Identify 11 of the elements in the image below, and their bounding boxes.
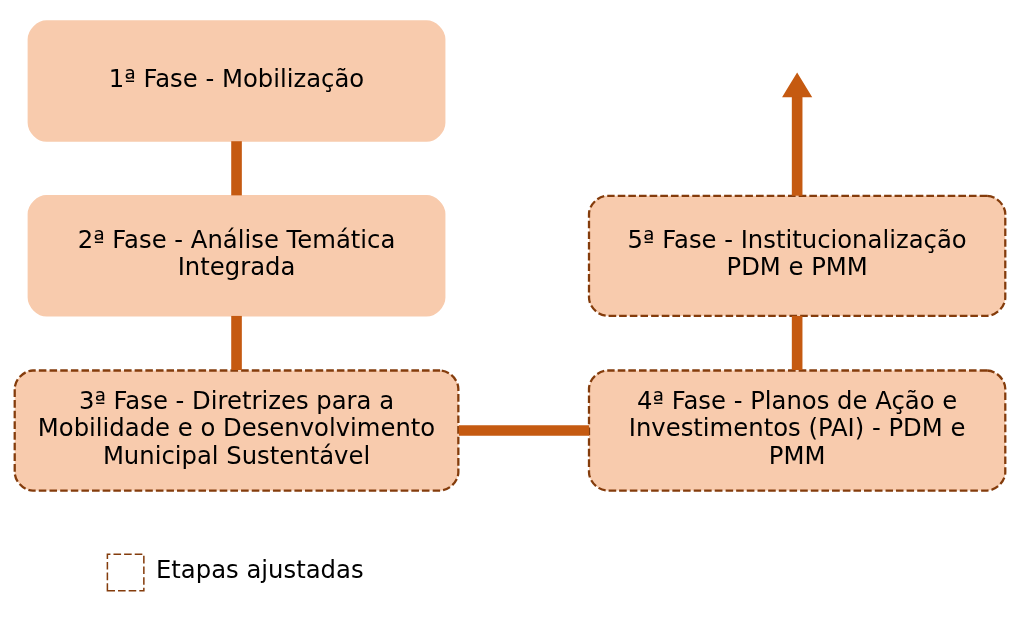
node-box: 5ª Fase - Institucionalização PDM e PMM	[587, 194, 1007, 317]
connector	[231, 141, 242, 196]
node-box: 4ª Fase - Planos de Ação e Investimentos (PAI) - PDM e PMM	[587, 369, 1007, 492]
connector	[458, 425, 589, 436]
arrow	[782, 72, 813, 196]
node-box: 2ª Fase - Análise Temática Integrada	[27, 195, 446, 317]
node-box: 3ª Fase - Diretrizes para a Mobilidade e o Desenvolvimento Municipal Sustentável	[13, 369, 460, 492]
connector	[791, 315, 803, 371]
connector	[231, 315, 242, 371]
node-box: 1ª Fase - Mobilização	[27, 20, 446, 142]
legend-label: Etapas ajustadas	[156, 555, 364, 585]
